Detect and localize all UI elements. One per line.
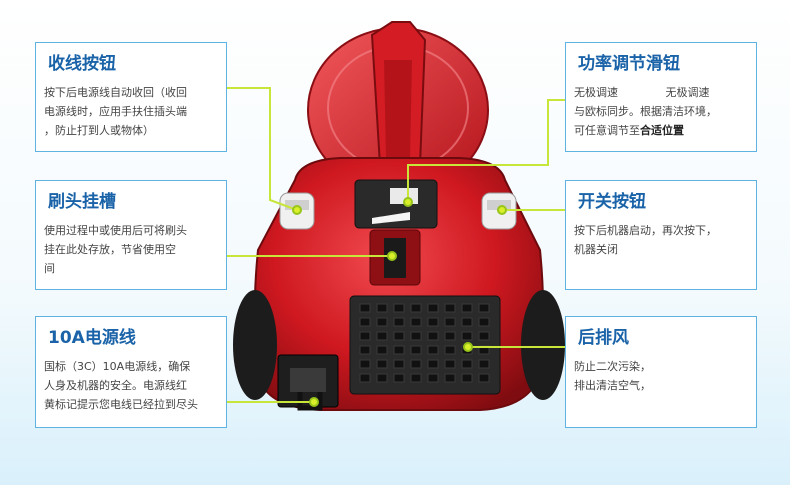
callout-body: 无极调速 无极调速 与欧标同步。根据清洁环境， 可任意调节至合适位置 [574, 83, 750, 140]
callout-body: 防止二次污染， 排出清洁空气， [574, 357, 750, 395]
left-wheel [233, 290, 277, 400]
callout-title: 刷头挂槽 [48, 192, 116, 212]
grille-hole [376, 331, 388, 341]
grille-hole [410, 303, 422, 313]
callout-text: 使用过程中或使用后可将刷头 [44, 224, 187, 237]
callout-text-line: 无极调速 无极调速 [574, 83, 750, 102]
grille-hole [444, 303, 456, 313]
grille-hole [410, 331, 422, 341]
callout-text: 人身及机器的安全。电源线红 [44, 379, 187, 392]
callout-power-slider: 功率调节滑钮 无极调速 无极调速 与欧标同步。根据清洁环境， 可任意调节至合适位… [565, 42, 757, 152]
grille-hole [376, 303, 388, 313]
grille-hole [444, 345, 456, 355]
callout-dot-power-slider [403, 197, 413, 207]
grille-hole [393, 331, 405, 341]
grille-hole [427, 317, 439, 327]
grille-hole [359, 317, 371, 327]
callout-text: 国标（3C）10A电源线，确保 [44, 360, 191, 373]
callout-text: 挂在此处存放，节省使用空 [44, 243, 176, 256]
callout-title: 10A电源线 [48, 328, 136, 348]
grille-hole [359, 303, 371, 313]
grille-hole [478, 373, 490, 383]
grille-hole [393, 303, 405, 313]
callout-text: 与欧标同步。根据清洁环境， [574, 105, 717, 118]
callout-text: 无极调速 [665, 86, 710, 99]
callout-power-cord: 10A电源线 国标（3C）10A电源线，确保 人身及机器的安全。电源线红 黄标记… [35, 316, 227, 428]
grille-hole [461, 359, 473, 369]
callout-dot-brush-slot [387, 251, 397, 261]
callout-dot-rear-exhaust [463, 342, 473, 352]
grille-hole [376, 345, 388, 355]
grille-hole [444, 331, 456, 341]
callout-bold-text: 合适位置 [640, 124, 684, 137]
grille-hole [444, 317, 456, 327]
grille-hole [359, 359, 371, 369]
grille-hole [461, 303, 473, 313]
grille-hole [359, 345, 371, 355]
callout-text: 间 [44, 262, 55, 275]
callout-body: 国标（3C）10A电源线，确保 人身及机器的安全。电源线红 黄标记提示您电线已经… [44, 357, 220, 414]
callout-title: 收线按钮 [48, 54, 116, 74]
callout-text: ，防止打到人或物体） [44, 124, 154, 137]
grille-hole [461, 331, 473, 341]
right-wheel [521, 290, 565, 400]
callout-text: 可任意调节至 [574, 124, 640, 137]
callout-dot-cord-rewind [292, 205, 302, 215]
grille-hole [478, 317, 490, 327]
grille-hole [427, 345, 439, 355]
callout-text: 按下后电源线自动收回（收回 [44, 86, 187, 99]
callout-brush-slot: 刷头挂槽 使用过程中或使用后可将刷头 挂在此处存放，节省使用空 间 [35, 180, 227, 290]
grille-hole [427, 373, 439, 383]
grille-hole [427, 303, 439, 313]
grille-hole [478, 303, 490, 313]
callout-title: 功率调节滑钮 [578, 54, 680, 74]
exhaust-grille [349, 295, 501, 395]
grille-hole [410, 345, 422, 355]
callout-body: 按下后电源线自动收回（收回 电源线时，应用手扶住插头端 ，防止打到人或物体） [44, 83, 220, 140]
callout-cord-rewind: 收线按钮 按下后电源线自动收回（收回 电源线时，应用手扶住插头端 ，防止打到人或… [35, 42, 227, 152]
callout-body: 使用过程中或使用后可将刷头 挂在此处存放，节省使用空 间 [44, 221, 220, 278]
grille-hole [410, 373, 422, 383]
callout-text-line: 可任意调节至合适位置 [574, 121, 750, 140]
grille-hole [376, 359, 388, 369]
callout-title: 开关按钮 [578, 192, 646, 212]
grille-hole [410, 359, 422, 369]
callout-text: 无极调速 [574, 86, 618, 99]
grille-hole [427, 359, 439, 369]
grille-hole [393, 317, 405, 327]
callout-text: 机器关闭 [574, 243, 618, 256]
grille-hole [376, 373, 388, 383]
grille-hole [461, 317, 473, 327]
callout-dot-power-cord [309, 397, 319, 407]
callout-text: 黄标记提示您电线已经拉到尽头 [44, 398, 198, 411]
callout-text: 按下后机器启动，再次按下， [574, 224, 717, 237]
leader-lines [226, 87, 565, 403]
grille-hole [444, 359, 456, 369]
grille-hole [444, 373, 456, 383]
callout-body: 按下后机器启动，再次按下， 机器关闭 [574, 221, 750, 259]
grille-hole [478, 331, 490, 341]
callout-text: 防止二次污染， [574, 360, 651, 373]
grille-hole [393, 373, 405, 383]
grille-hole [461, 373, 473, 383]
grille-hole [376, 317, 388, 327]
grille-hole [478, 359, 490, 369]
grille-hole [410, 317, 422, 327]
callout-text: 电源线时，应用手扶住插头端 [44, 105, 187, 118]
callout-title: 后排风 [578, 328, 629, 348]
callout-text: 排出清洁空气， [574, 379, 651, 392]
grille-hole [393, 359, 405, 369]
grille-hole [393, 345, 405, 355]
grille-hole [359, 331, 371, 341]
callout-rear-exhaust: 后排风 防止二次污染， 排出清洁空气， [565, 316, 757, 428]
grille-hole [359, 373, 371, 383]
grille-hole [427, 331, 439, 341]
callout-dot-power-switch [497, 205, 507, 215]
callout-power-switch: 开关按钮 按下后机器启动，再次按下， 机器关闭 [565, 180, 757, 290]
